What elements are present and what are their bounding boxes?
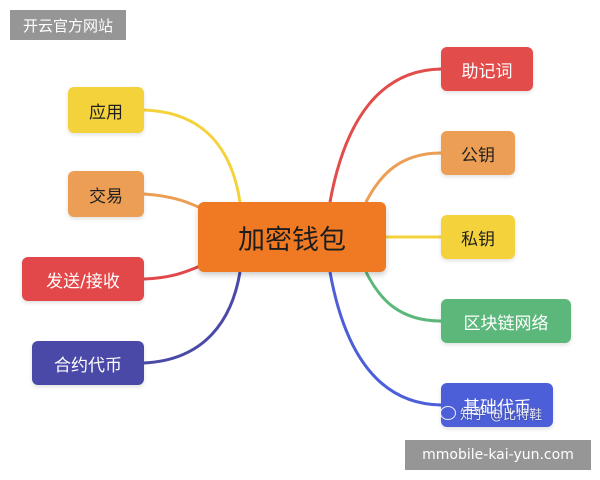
watermark-top-text: 开云官方网站 — [22, 16, 113, 35]
branch-node-zhuji: 助记词 — [441, 47, 533, 91]
branch-node-jiaoyi: 交易 — [68, 171, 144, 217]
branch-label: 区块链网络 — [463, 313, 549, 334]
center-node-label: 加密钱包 — [238, 224, 346, 256]
branch-node-siyao: 私钥 — [441, 215, 515, 259]
branch-node-fasong: 发送/接收 — [22, 257, 144, 301]
branch-label: 公钥 — [461, 145, 495, 166]
center-node: 加密钱包 — [198, 202, 386, 272]
branch-node-qukuai: 区块链网络 — [441, 299, 571, 343]
watermark-source: 知乎 @比特鞋 — [440, 401, 542, 425]
watermark-source-text: 知乎 @比特鞋 — [460, 407, 543, 423]
connector-gongyao — [364, 151, 442, 203]
branch-node-jichu: 基础代币 — [441, 383, 553, 427]
watermark-bottom-text: mmobile-kai-yun.com — [422, 447, 574, 463]
wechat-icon — [440, 406, 456, 420]
connector-jiaoyi — [143, 192, 206, 212]
branch-label: 基础代币 — [463, 397, 531, 418]
watermark-bottom: mmobile-kai-yun.com — [405, 440, 591, 470]
branch-label: 合约代币 — [54, 355, 122, 376]
branch-label: 助记词 — [461, 61, 513, 82]
branch-node-yingyong: 应用 — [68, 87, 144, 133]
connector-yingyong — [143, 108, 242, 203]
connector-qukuai — [364, 271, 442, 323]
connector-zhuji — [328, 67, 442, 203]
branch-label: 应用 — [89, 102, 123, 123]
watermark-top: 开云官方网站 — [10, 10, 126, 40]
connector-heyue — [143, 271, 242, 365]
branch-label: 发送/接收 — [46, 271, 120, 292]
connector-jichu — [328, 271, 442, 407]
connector-fasong — [143, 262, 206, 281]
branch-node-gongyao: 公钥 — [441, 131, 515, 175]
branch-label: 交易 — [89, 186, 123, 207]
branch-label: 私钥 — [461, 229, 495, 250]
branch-node-heyue: 合约代币 — [32, 341, 144, 385]
